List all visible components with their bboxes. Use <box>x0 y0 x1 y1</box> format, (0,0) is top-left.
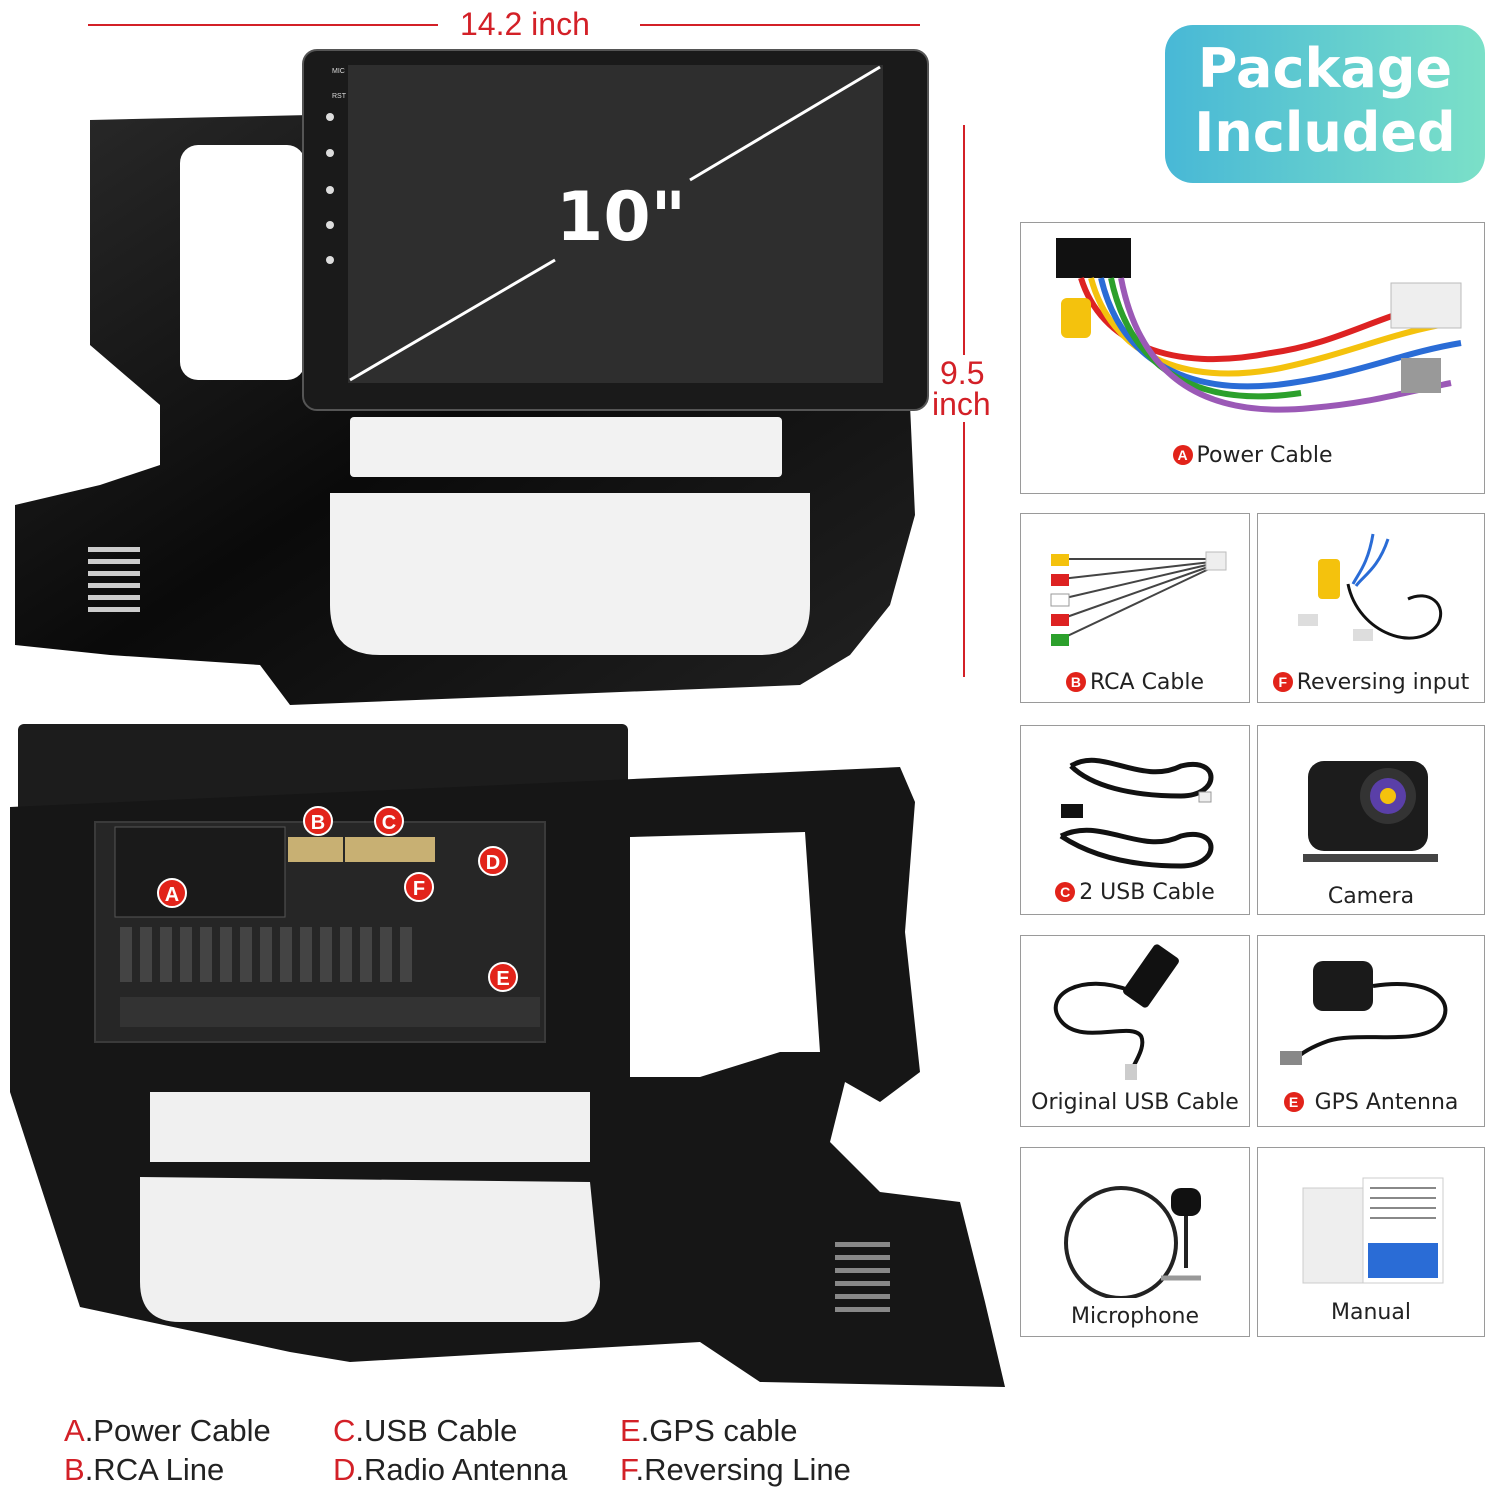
usb-cable-badge: C <box>1055 882 1076 902</box>
height-dimension-line-top <box>963 125 965 355</box>
port-pin-c: C <box>374 806 404 836</box>
camera-label: Camera <box>1327 884 1415 909</box>
rst-button-label: RST <box>332 93 346 100</box>
port-pin-d: D <box>478 846 508 876</box>
package-included-badge: Package Included <box>1165 25 1485 183</box>
card-original-usb-cable: Original USB Cable <box>1020 935 1250 1127</box>
port-pin-b: B <box>303 806 333 836</box>
head-unit-rear-illustration <box>10 724 1005 1387</box>
card-camera: Camera <box>1257 725 1485 915</box>
power-cable-badge: A <box>1172 445 1193 465</box>
power-cable-image <box>1056 238 1462 413</box>
legend-item-a: A.Power Cable <box>64 1413 271 1448</box>
original-usb-cable-label: Original USB Cable <box>1031 1090 1239 1115</box>
height-dimension-value: 9.5 <box>940 355 985 391</box>
original-usb-cable-image <box>1053 944 1179 1080</box>
reversing-input-label: Reversing input <box>1296 670 1470 695</box>
screen-size-label: 10" <box>556 178 687 257</box>
legend-item-b: B.RCA Line <box>64 1452 225 1487</box>
legend-item-f: F.Reversing Line <box>620 1452 851 1487</box>
gps-antenna-badge: E <box>1283 1092 1304 1112</box>
camera-image <box>1303 761 1438 862</box>
manual-label: Manual <box>1331 1300 1411 1325</box>
legend-item-e: E.GPS cable <box>620 1413 798 1448</box>
rca-cable-image <box>1050 551 1227 646</box>
microphone-label: Microphone <box>1070 1304 1200 1329</box>
usb-cable-image <box>1059 757 1214 869</box>
width-dimension-label: 14.2 inch <box>460 6 590 42</box>
package-title-line2: Included <box>1194 101 1456 164</box>
head-unit-front-illustration <box>15 49 929 705</box>
gps-antenna-image <box>1280 961 1448 1065</box>
gps-antenna-label: GPS Antenna <box>1314 1090 1459 1115</box>
rca-cable-label: RCA Cable <box>1089 670 1205 695</box>
width-dimension-line-left <box>88 24 438 26</box>
microphone-image <box>1064 1186 1201 1298</box>
legend-item-c: C.USB Cable <box>333 1413 518 1448</box>
card-manual: Manual <box>1257 1147 1485 1337</box>
height-dimension-unit: inch <box>932 386 991 422</box>
usb-cable-label: 2 USB Cable <box>1079 880 1215 905</box>
power-cable-label: Power Cable <box>1196 443 1333 468</box>
card-gps-antenna: E GPS Antenna <box>1257 935 1485 1127</box>
width-dimension-line-right <box>640 24 920 26</box>
mic-button-label: MIC <box>332 68 345 75</box>
reversing-input-image <box>1298 533 1443 641</box>
port-pin-f: F <box>404 872 434 902</box>
rca-cable-badge: B <box>1065 672 1086 692</box>
card-microphone: Microphone <box>1020 1147 1250 1337</box>
port-pin-a: A <box>157 878 187 908</box>
reversing-input-badge: F <box>1272 672 1293 692</box>
height-dimension-line-bottom <box>963 422 965 677</box>
legend-item-d: D.Radio Antenna <box>333 1452 568 1487</box>
port-pin-e: E <box>488 962 518 992</box>
package-title-line1: Package <box>1197 37 1453 100</box>
manual-image <box>1302 1177 1444 1284</box>
